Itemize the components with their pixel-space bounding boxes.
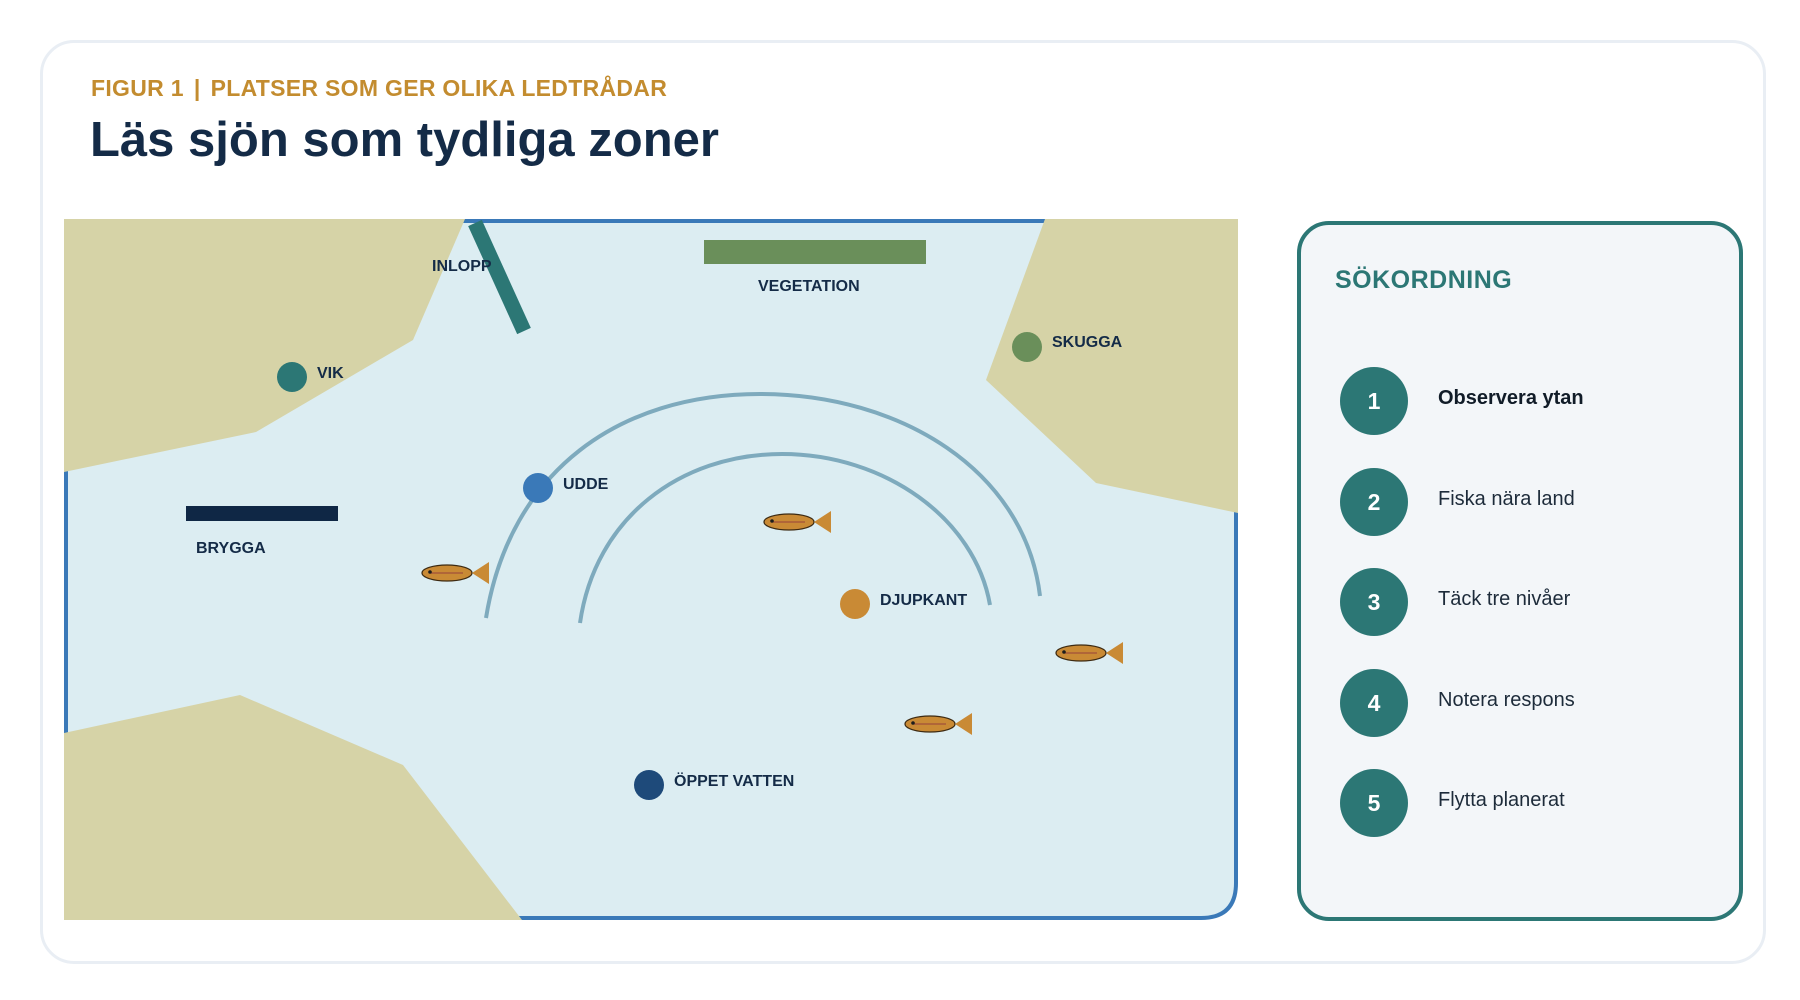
vegetation-marker [704,240,926,264]
fish-icon [904,713,972,735]
step-number: 1 [1340,367,1408,435]
step-number: 2 [1340,468,1408,536]
lake-water [64,219,1238,920]
oppet-vatten-point [634,770,664,800]
skugga-point [1012,332,1042,362]
brygga-marker [186,506,338,521]
oppet-vatten-label: ÖPPET VATTEN [674,771,794,790]
djupkant-label: DJUPKANT [880,592,967,609]
udde-label: UDDE [563,476,609,493]
step-number: 3 [1340,568,1408,636]
brygga-label: BRYGGA [196,540,266,557]
shore-northwest [64,219,465,472]
step-number: 4 [1340,669,1408,737]
step-item: 5 Flytta planerat [1340,769,1720,837]
step-label: Täck tre nivåer [1438,588,1571,610]
fish-icon [763,511,831,533]
step-label: Notera respons [1438,689,1575,711]
shore-northeast [986,219,1238,513]
step-label: Fiska nära land [1438,488,1575,510]
shore-southwest [64,695,522,920]
figure-number: FIGUR 1 [91,75,184,101]
step-item: 3 Täck tre nivåer [1340,568,1720,636]
udde-point [523,473,553,503]
step-label: Flytta planerat [1438,789,1565,811]
vik-point [277,362,307,392]
vegetation-label: VEGETATION [758,278,860,295]
step-item: 1 Observera ytan [1340,367,1720,435]
figure-eyebrow: FIGUR 1 | PLATSER SOM GER OLIKA LEDTRÅDAR [91,75,667,102]
fish-icon [1055,642,1123,664]
inlopp-marker [468,219,531,335]
step-item: 4 Notera respons [1340,669,1720,737]
vik-label: VIK [317,365,344,382]
eyebrow-text: PLATSER SOM GER OLIKA LEDTRÅDAR [210,75,668,101]
panel-title: SÖKORDNING [1335,266,1513,294]
djupkant-point [840,589,870,619]
depth-contour-inner [578,451,992,624]
eyebrow-separator: | [193,75,201,101]
step-number: 5 [1340,769,1408,837]
figure-title: Läs sjön som tydliga zoner [90,113,719,167]
inlopp-label: INLOPP [432,258,492,275]
fish-icon [421,562,489,584]
step-label: Observera ytan [1438,387,1584,409]
step-item: 2 Fiska nära land [1340,468,1720,536]
skugga-label: SKUGGA [1052,334,1123,351]
